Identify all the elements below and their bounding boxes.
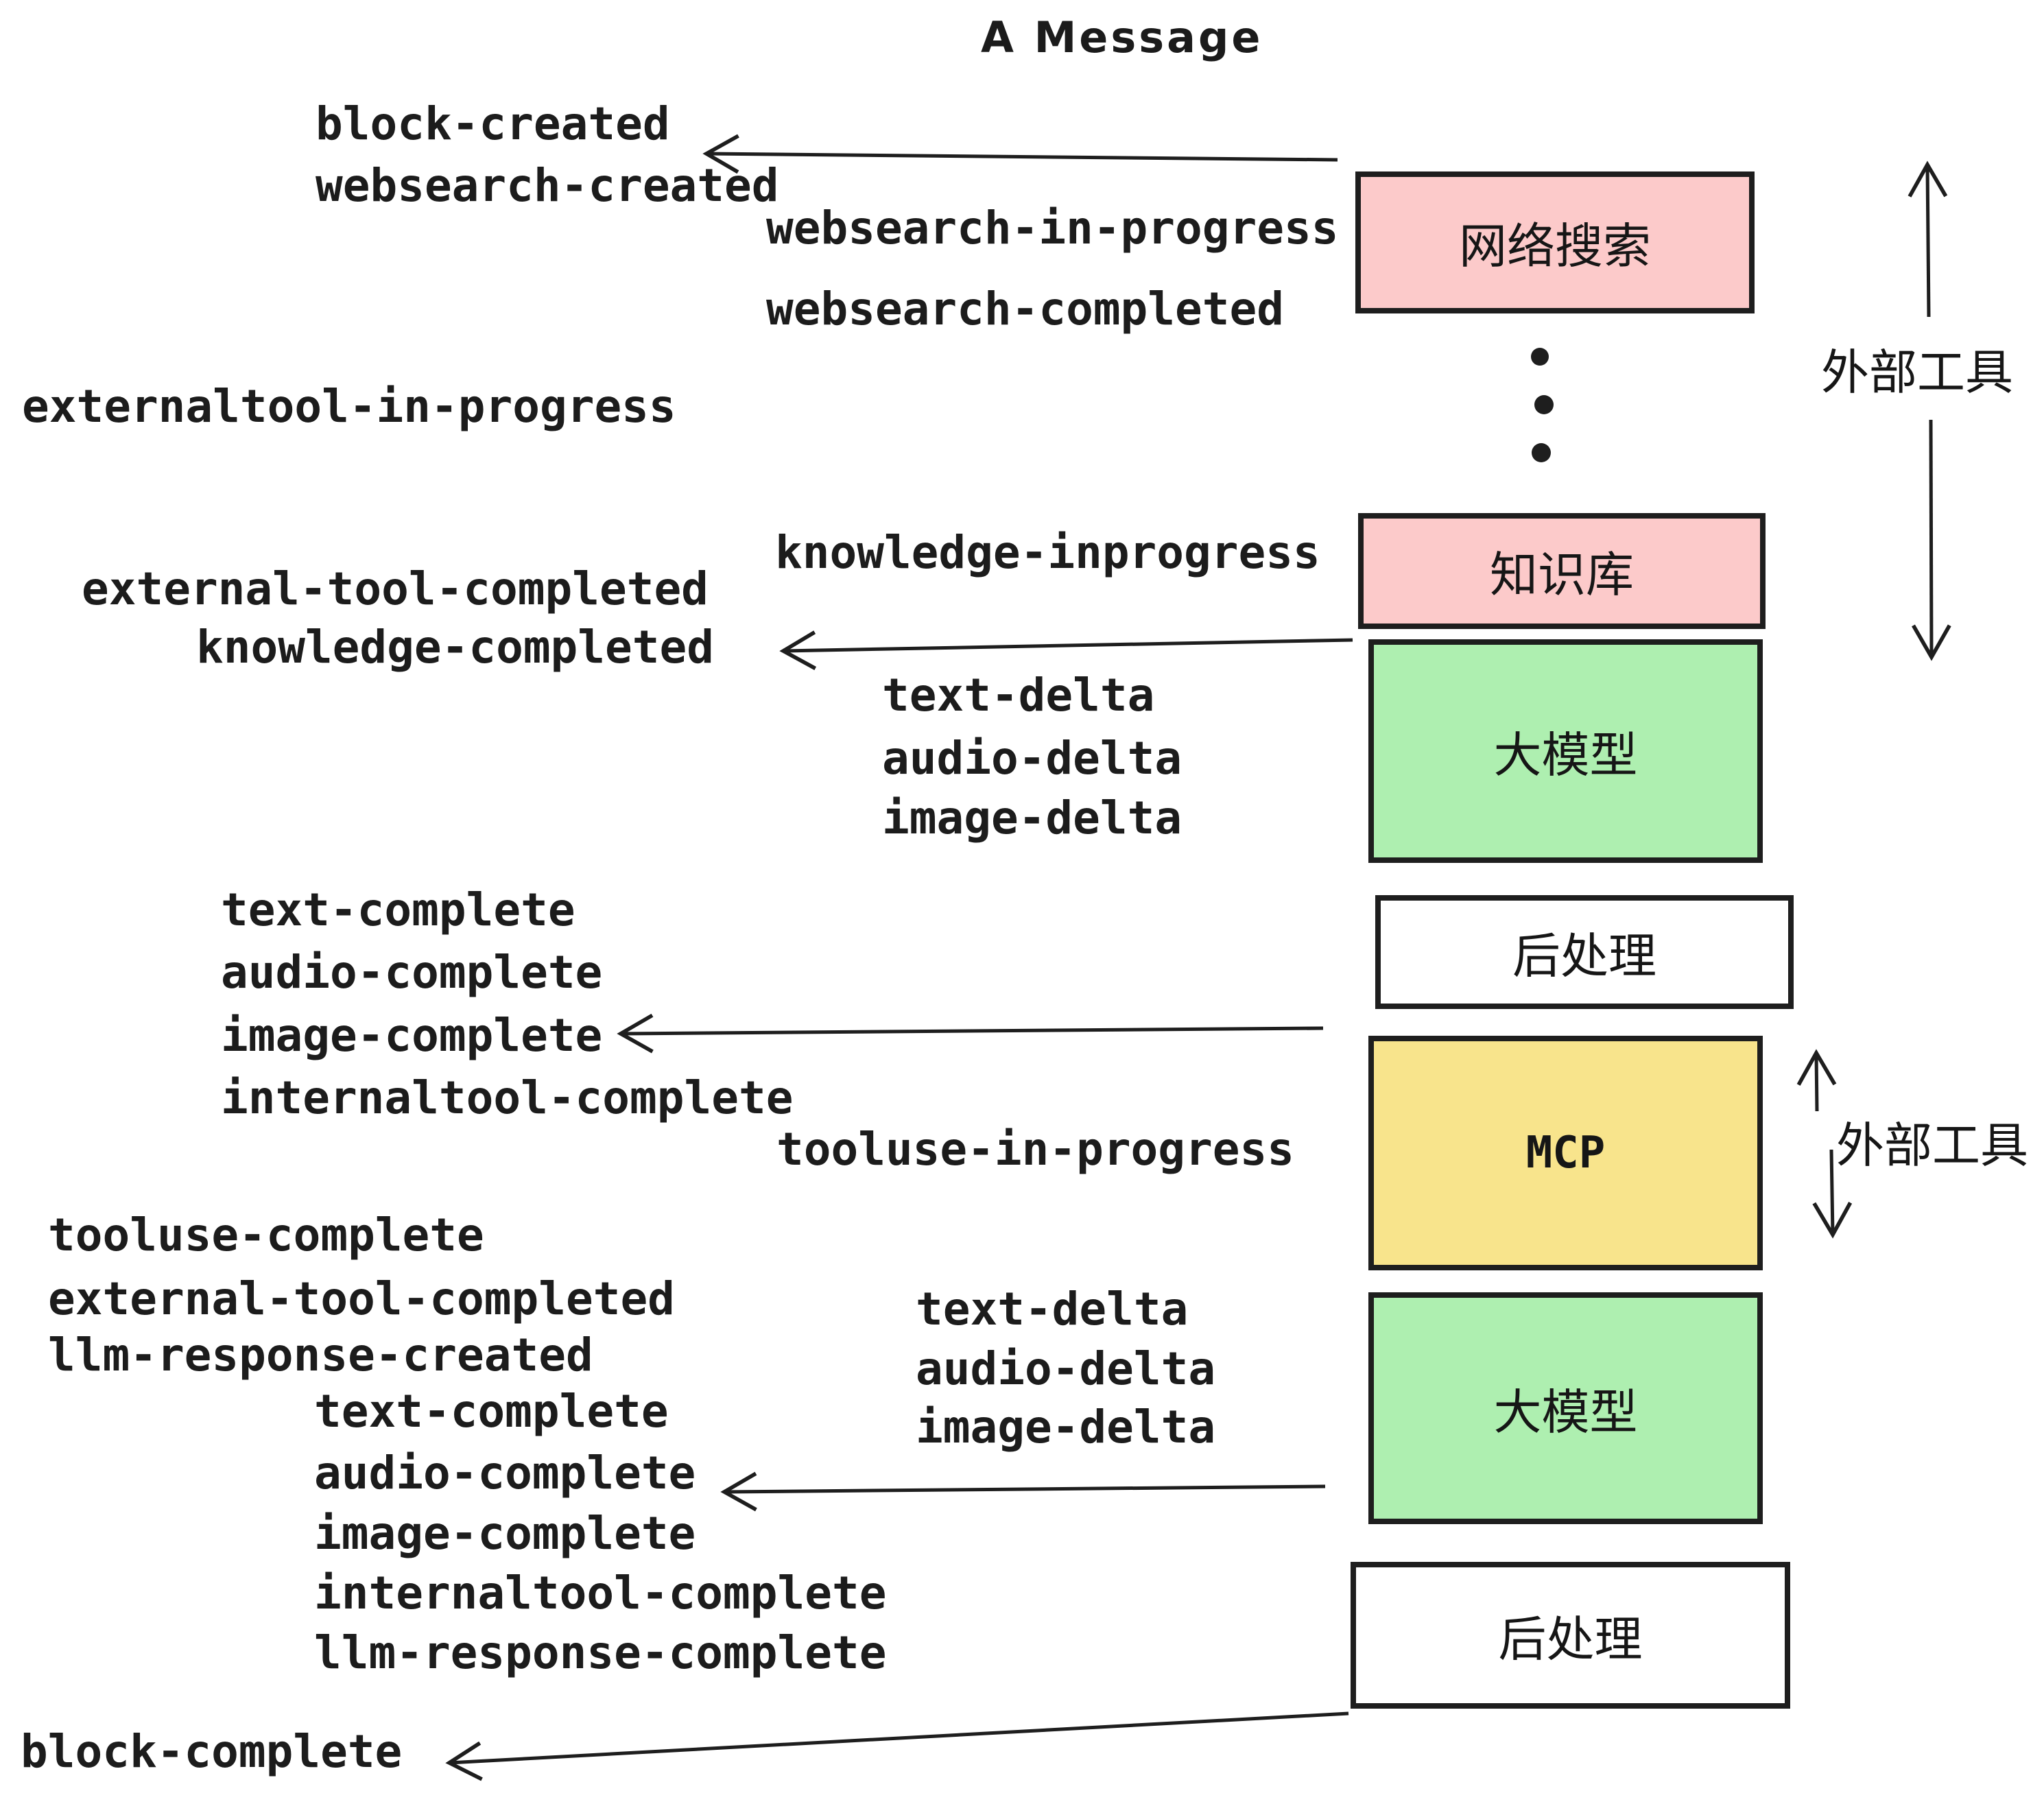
box-postprocess-1: 后处理 [1375,895,1794,1009]
event-block-complete: block-complete [21,1725,403,1778]
arrow-to-knowledge-completed [779,630,1353,670]
event-tooluse-complete: tooluse-complete [48,1209,484,1261]
event-llm-response-complete: llm-response-complete [314,1626,887,1679]
event-image-delta-2: image-delta [916,1401,1216,1453]
box-websearch: 网络搜索 [1355,171,1755,313]
mcp-external-tools-down-arrow [1812,1149,1853,1239]
event-text-complete: text-complete [221,883,575,936]
event-image-complete-2: image-complete [314,1507,696,1560]
event-websearch-created: websearch-created [316,159,779,212]
event-audio-delta: audio-delta [882,732,1183,785]
event-websearch-in-progress: websearch-in-progress [766,202,1339,254]
ellipsis-dot-1 [1531,348,1549,366]
mcp-external-tools-up-arrow [1796,1049,1837,1112]
external-tools-down-arrow [1912,419,1951,661]
box-llm-2: 大模型 [1368,1292,1763,1524]
box-postprocess-2-label: 后处理 [1498,1611,1643,1667]
box-llm-1: 大模型 [1368,639,1763,863]
arrow-to-block-created [702,134,1338,174]
external-tools-up-arrow [1908,161,1948,318]
event-audio-complete: audio-complete [221,946,603,999]
event-image-complete: image-complete [221,1009,603,1062]
box-llm-1-label: 大模型 [1493,726,1638,783]
page-title: A Message [981,12,1263,62]
box-mcp-label: MCP [1525,1128,1606,1178]
event-external-tool-completed-2: external-tool-completed [48,1272,675,1325]
ellipsis-dot-3 [1532,443,1551,462]
event-internaltool-complete: internaltool-complete [221,1071,794,1124]
box-knowledge-base: 知识库 [1358,513,1766,629]
event-tooluse-in-progress: tooluse-in-progress [776,1123,1294,1176]
box-llm-2-label: 大模型 [1493,1384,1638,1440]
external-tools-label-mcp: 外部工具 [1836,1117,2028,1174]
event-block-created: block-created [316,97,670,150]
event-text-complete-2: text-complete [314,1385,669,1438]
event-audio-complete-2: audio-complete [314,1447,696,1499]
event-external-tool-completed: external-tool-completed [82,562,709,615]
event-websearch-completed: websearch-completed [766,283,1284,335]
box-postprocess-1-label: 后处理 [1512,927,1656,984]
event-internaltool-complete-2: internaltool-complete [314,1567,887,1619]
box-postprocess-2: 后处理 [1351,1562,1790,1709]
ellipsis-dot-2 [1534,395,1554,414]
event-text-delta-2: text-delta [916,1283,1189,1336]
event-externaltool-in-progress: externaltool-in-progress [22,380,676,433]
box-websearch-label: 网络搜索 [1459,218,1651,274]
box-knowledge-base-label: 知识库 [1490,547,1634,603]
event-llm-response-created: llm-response-created [48,1329,593,1381]
event-image-delta: image-delta [882,792,1183,844]
event-audio-delta-2: audio-delta [916,1342,1216,1395]
arrow-to-image-complete [617,1013,1324,1054]
arrow-to-audio-complete [720,1471,1326,1512]
event-text-delta: text-delta [882,669,1155,722]
arrow-to-block-complete [445,1711,1349,1781]
box-mcp: MCP [1368,1036,1763,1270]
event-knowledge-inprogress: knowledge-inprogress [775,526,1320,579]
external-tools-label-top: 外部工具 [1821,344,2013,401]
event-knowledge-completed: knowledge-completed [196,621,714,674]
